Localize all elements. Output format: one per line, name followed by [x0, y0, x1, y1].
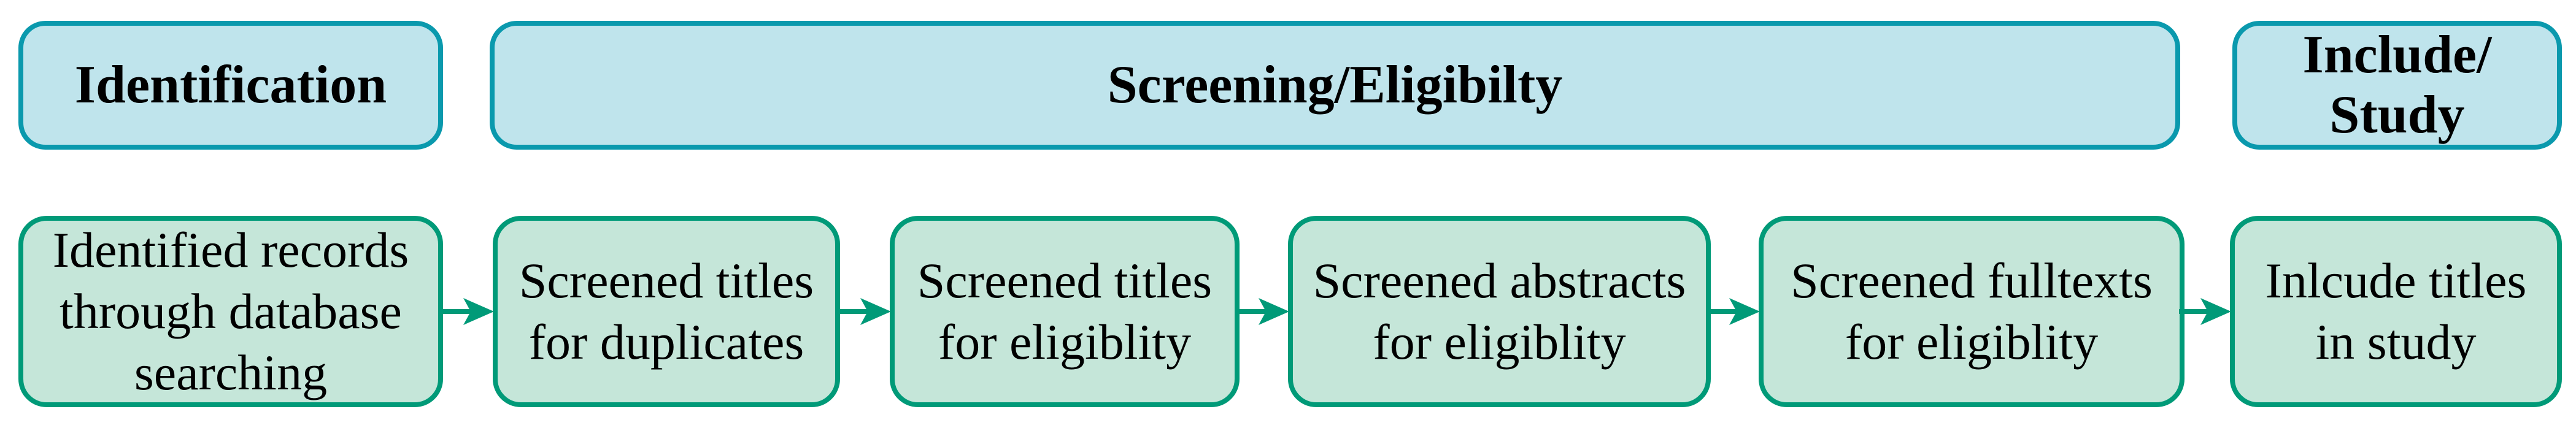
process-box-include-titles-study: Inlcude titles in study: [2230, 216, 2562, 407]
header-label-identification: Identification: [74, 55, 387, 115]
header-box-identification: Identification: [18, 21, 443, 150]
flow-arrow-1: [439, 298, 494, 325]
header-label-screening-eligibility: Screening/Eligibilty: [1107, 55, 1563, 115]
header-box-include-study: Include/ Study: [2232, 21, 2562, 150]
arrow-shaft: [1707, 309, 1740, 314]
flow-arrow-5: [2179, 298, 2231, 325]
process-box-screened-abstracts-eligibility: Screened abstracts for eligiblity: [1288, 216, 1711, 407]
flow-arrow-2: [836, 298, 891, 325]
process-label-include-titles-study: Inlcude titles in study: [2265, 253, 2527, 370]
process-label-screened-titles-duplicates: Screened titles for duplicates: [519, 253, 814, 370]
process-box-screened-titles-duplicates: Screened titles for duplicates: [493, 216, 840, 407]
arrow-shaft: [836, 309, 871, 314]
header-label-include-study: Include/ Study: [2302, 25, 2492, 145]
process-label-screened-fulltexts-eligibility: Screened fulltexts for eligiblity: [1791, 253, 2153, 370]
arrow-shaft: [439, 309, 474, 314]
arrow-shaft: [1236, 309, 1270, 314]
process-label-identified-records: Identified records through database sear…: [52, 222, 409, 400]
process-label-screened-titles-eligibility: Screened titles for eligiblity: [917, 253, 1213, 370]
arrow-shaft: [2179, 309, 2212, 314]
flow-arrow-4: [1707, 298, 1760, 325]
process-box-screened-titles-eligibility: Screened titles for eligiblity: [890, 216, 1240, 407]
header-box-screening-eligibility: Screening/Eligibilty: [490, 21, 2180, 150]
process-label-screened-abstracts-eligibility: Screened abstracts for eligiblity: [1313, 253, 1686, 370]
flow-arrow-3: [1236, 298, 1289, 325]
process-box-identified-records: Identified records through database sear…: [18, 216, 443, 407]
process-box-screened-fulltexts-eligibility: Screened fulltexts for eligiblity: [1759, 216, 2185, 407]
